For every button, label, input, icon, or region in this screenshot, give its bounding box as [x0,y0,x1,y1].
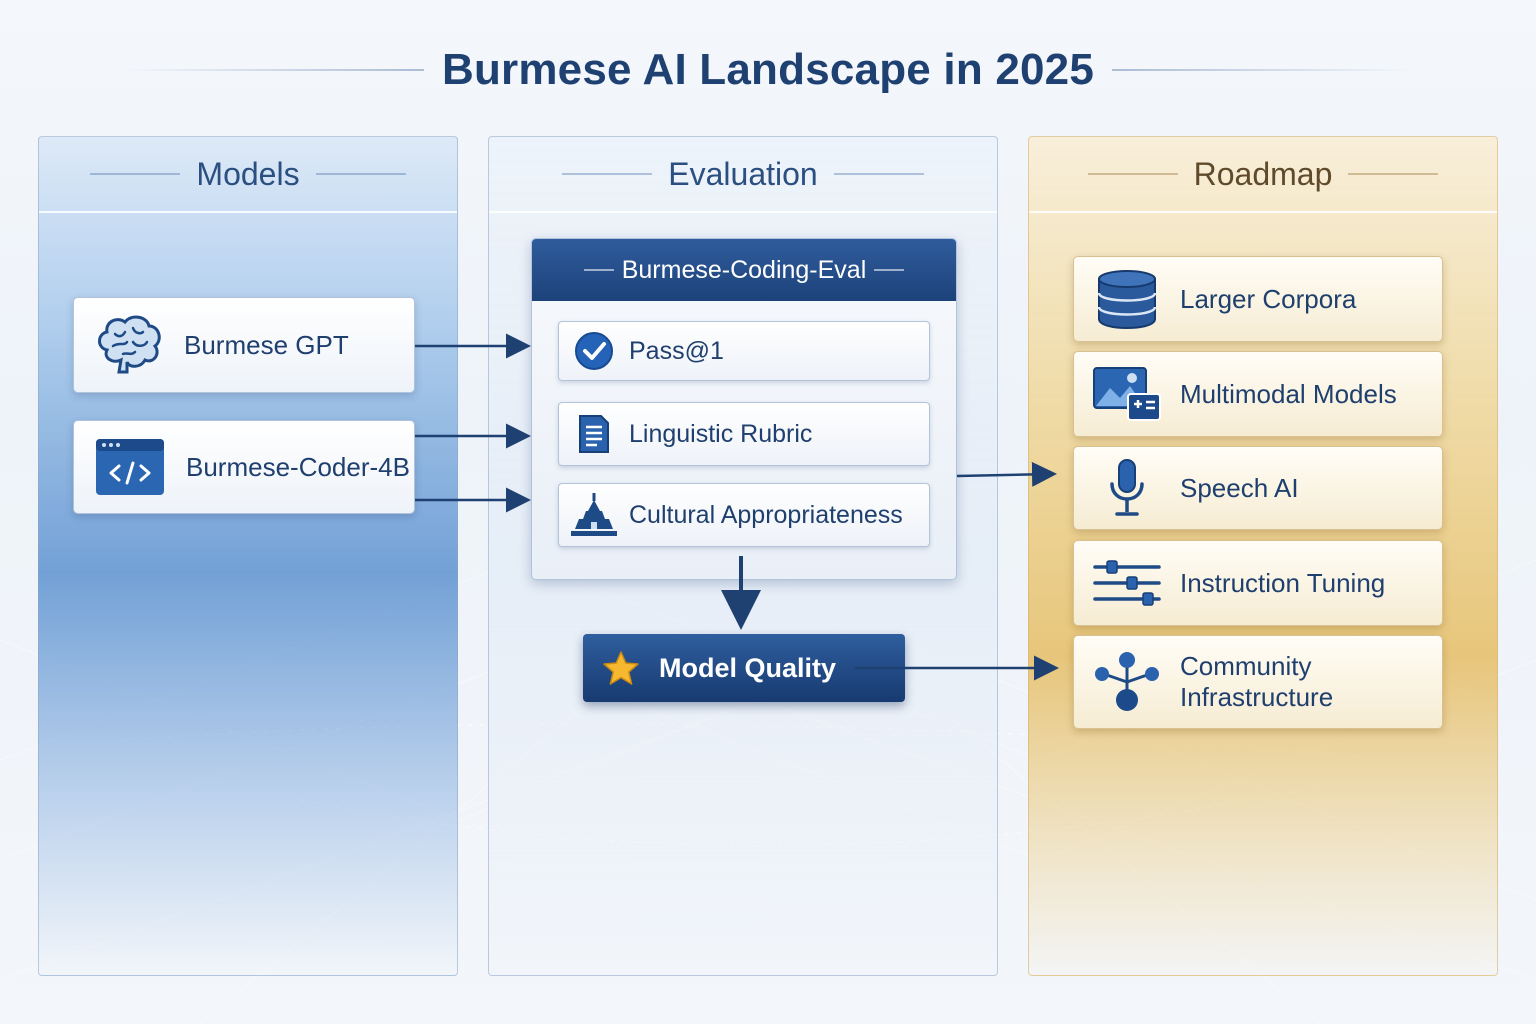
roadmap-card-speech-ai[interactable]: Speech AI [1073,446,1443,530]
roadmap-item-label: Community [1180,651,1312,681]
eval-item-label: Cultural Appropriateness [629,500,903,529]
model-card-burmese-gpt[interactable]: Burmese GPT [73,297,415,393]
database-icon [1074,256,1180,342]
panel-header-rule [874,269,905,271]
roadmap-card-larger-corpora[interactable]: Larger Corpora [1073,256,1443,342]
model-card-burmese-coder[interactable]: Burmese-Coder-4B [73,420,415,514]
evaluation-panel-header: Burmese-Coding-Eval [532,239,956,301]
star-icon [583,634,659,702]
eval-item-linguistic-rubric[interactable]: Linguistic Rubric [558,402,930,466]
roadmap-item-label: Larger Corpora [1180,283,1357,314]
roadmap-item-label: Multimodal Models [1180,378,1397,409]
eval-item-label: Linguistic Rubric [629,419,813,448]
model-label: Burmese-Coder-4B [186,451,410,482]
header-rule [90,173,181,175]
network-icon [1074,635,1180,729]
page-title: Burmese AI Landscape in 2025 [441,45,1095,94]
model-quality-badge[interactable]: Model Quality [583,634,905,702]
roadmap-card-community-infrastructure[interactable]: Community Infrastructure [1073,635,1443,729]
evaluation-column-header: Evaluation [489,137,997,213]
header-rule [562,173,653,175]
models-column-header: Models [39,137,457,213]
microphone-icon [1074,446,1180,530]
roadmap-card-multimodal-models[interactable]: Multimodal Models [1073,351,1443,437]
roadmap-card-instruction-tuning[interactable]: Instruction Tuning [1073,540,1443,626]
model-quality-label: Model Quality [659,652,837,683]
roadmap-header-label: Roadmap [1193,155,1333,192]
title-divider-right [1112,69,1413,71]
roadmap-column-header: Roadmap [1029,137,1497,213]
eval-item-pass-at-1[interactable]: Pass@1 [558,321,930,381]
roadmap-item-label: Infrastructure [1180,682,1334,712]
document-icon [559,403,629,465]
eval-item-label: Pass@1 [629,336,724,365]
title-bar: Burmese AI Landscape in 2025 [0,40,1536,100]
checkmark-circle-icon [559,322,629,380]
evaluation-panel: Burmese-Coding-Eval Pass@1 Linguisti [531,238,957,580]
roadmap-item-label-block: Community Infrastructure [1180,651,1333,713]
model-label: Burmese GPT [184,329,349,360]
evaluation-header-label: Evaluation [668,155,818,192]
panel-header-rule [583,269,614,271]
header-rule [1348,173,1439,175]
header-rule [315,173,406,175]
header-rule [833,173,924,175]
pagoda-icon [559,484,629,546]
evaluation-panel-title: Burmese-Coding-Eval [621,255,867,284]
eval-item-cultural-appropriateness[interactable]: Cultural Appropriateness [558,483,930,547]
roadmap-item-label: Speech AI [1180,472,1299,503]
image-plus-icon [1074,351,1180,437]
models-column: Models [38,136,458,976]
code-window-icon [74,420,186,514]
sliders-icon [1074,540,1180,626]
header-rule [1087,173,1178,175]
brain-icon [74,297,184,393]
models-header-label: Models [196,155,300,192]
roadmap-item-label: Instruction Tuning [1180,567,1386,598]
title-divider-left [123,69,424,71]
